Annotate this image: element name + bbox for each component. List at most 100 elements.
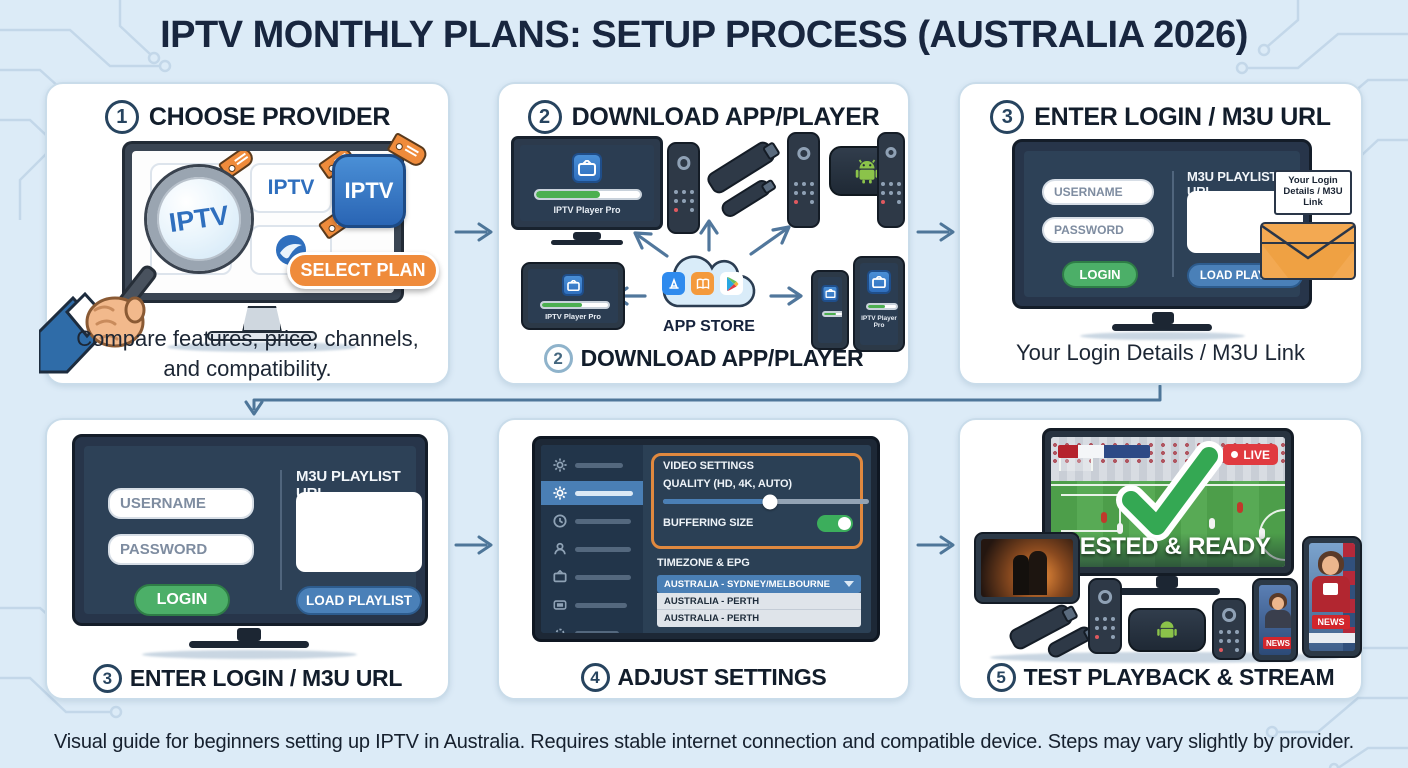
devices-shadow — [990, 652, 1340, 663]
android-robot-icon — [855, 159, 879, 184]
sidebar-item[interactable] — [541, 621, 643, 633]
step5-caption: 5 TEST PLAYBACK & STREAM — [960, 663, 1361, 692]
panel-enter-login-large: LOGIN M3U PLAYLIST URL LOAD PLAYLIST 3 E… — [45, 418, 450, 700]
news-chip: NEWS — [1263, 637, 1291, 649]
smartphone-device — [811, 270, 849, 350]
tv-shadow — [142, 650, 357, 659]
sidebar-item[interactable] — [541, 453, 643, 477]
remote-control — [787, 132, 820, 228]
anchor-blouse — [1323, 583, 1338, 595]
envelope-icon — [1260, 222, 1356, 280]
step2-header: 2 DOWNLOAD APP/PLAYER — [499, 100, 908, 134]
tv-stand — [1152, 312, 1174, 324]
iptv-player-app-icon — [562, 274, 584, 296]
step2-caption-number: 2 — [543, 344, 573, 373]
app-name-label: IPTV Player Pro — [545, 312, 601, 321]
remote-control — [1212, 598, 1246, 660]
step1-header: 1 CHOOSE PROVIDER — [47, 100, 448, 134]
smart-tv: IPTV Player Pro — [511, 136, 663, 230]
download-progress-bar — [822, 311, 842, 317]
app-store-label: APP STORE — [663, 318, 755, 335]
buffering-toggle[interactable] — [817, 515, 853, 532]
news-banner: NEWS — [1312, 615, 1350, 629]
tablet-movie — [974, 532, 1080, 604]
apple-app-store-icon[interactable] — [662, 272, 685, 295]
books-store-icon[interactable] — [691, 272, 714, 295]
settings-main-area: VIDEO SETTINGS QUALITY (HD, 4K, AUTO) BU… — [643, 445, 871, 633]
settings-tv: VIDEO SETTINGS QUALITY (HD, 4K, AUTO) BU… — [532, 436, 880, 642]
clock-icon — [553, 514, 567, 528]
anchor-face — [1272, 597, 1284, 610]
smartphone-news: NEWS — [1252, 578, 1298, 662]
timezone-option[interactable]: AUSTRALIA - PERTH — [664, 613, 760, 624]
timezone-dropdown-selected[interactable]: AUSTRALIA - SYDNEY/MELBOURNE — [657, 575, 861, 593]
tv-stand-base — [1116, 588, 1220, 595]
step3-title: ENTER LOGIN / M3U URL — [1034, 102, 1331, 131]
timezone-option[interactable]: AUSTRALIA - PERTH — [657, 593, 861, 610]
tv-icon — [553, 570, 567, 583]
login-button[interactable]: LOGIN — [1062, 261, 1138, 288]
screen-divider — [280, 469, 282, 591]
m3u-url-box[interactable] — [296, 492, 422, 572]
monitor-shadow — [167, 342, 357, 352]
panel-choose-provider: 1 CHOOSE PROVIDER IPTV TV IPTV — [39, 82, 450, 385]
sidebar-item[interactable] — [541, 509, 643, 533]
password-field[interactable] — [108, 534, 254, 565]
download-progress-bar — [534, 189, 642, 200]
remote-control — [667, 142, 700, 234]
step3-caption: Your Login Details / M3U Link — [1015, 340, 1305, 365]
android-robot-icon — [1157, 621, 1177, 638]
quality-slider[interactable] — [663, 494, 869, 509]
video-settings-title: VIDEO SETTINGS — [663, 460, 754, 472]
green-checkmark-icon — [1116, 440, 1224, 541]
playback-tv: LIVE TESTED & READY — [1042, 428, 1294, 576]
settings-screen: VIDEO SETTINGS QUALITY (HD, 4K, AUTO) BU… — [541, 445, 871, 633]
username-field[interactable] — [1042, 179, 1154, 205]
page-title: IPTV MONTHLY PLANS: SETUP PROCESS (AUSTR… — [160, 14, 1248, 56]
step2-title: DOWNLOAD APP/PLAYER — [571, 102, 880, 131]
username-field[interactable] — [108, 488, 254, 519]
slider-knob[interactable] — [762, 494, 778, 509]
playback-screen: LIVE TESTED & READY — [1051, 437, 1285, 567]
chevron-down-icon — [844, 581, 854, 587]
anchor-face — [1322, 556, 1339, 575]
user-icon — [554, 542, 566, 555]
login-button[interactable]: LOGIN — [134, 584, 230, 616]
step1-number-badge: 1 — [104, 100, 139, 134]
anchor-suit — [1265, 610, 1291, 628]
news-ticker — [1309, 633, 1355, 643]
quality-label: QUALITY (HD, 4K, AUTO) — [663, 478, 792, 490]
step4-caption: 4 ADJUST SETTINGS — [499, 663, 908, 692]
tv-stand-base — [189, 641, 309, 648]
sidebar-item-selected[interactable] — [541, 481, 643, 505]
remote-control — [877, 132, 905, 228]
player-red — [1101, 512, 1107, 524]
panel-test-playback: LIVE TESTED & READY — [958, 418, 1363, 700]
tv-shadow — [1080, 332, 1245, 340]
sidebar-item[interactable] — [541, 565, 643, 589]
step4-caption-number: 4 — [580, 663, 610, 692]
gear-icon — [553, 486, 567, 500]
tv-stand-base — [1112, 324, 1212, 331]
hand-holding-magnifier — [39, 291, 146, 374]
gear-icon — [553, 458, 567, 472]
magnifier-text: IPTV — [167, 199, 231, 238]
timezone-dropdown-list: AUSTRALIA - PERTH AUSTRALIA - PERTH — [657, 593, 861, 627]
provider-tile-2[interactable]: IPTV — [250, 163, 332, 213]
panel-adjust-settings: VIDEO SETTINGS QUALITY (HD, 4K, AUTO) BU… — [497, 418, 910, 700]
sidebar-item[interactable] — [541, 537, 643, 561]
login-tv: LOGIN M3U PLAYLIST URL LOAD PLAYLIST — [1012, 139, 1312, 309]
iptv-app-icon[interactable]: IPTV — [332, 154, 406, 228]
sidebar-item[interactable] — [541, 593, 643, 617]
select-plan-button[interactable]: SELECT PLAN — [287, 252, 439, 289]
password-field[interactable] — [1042, 217, 1154, 243]
scoreboard — [1058, 445, 1150, 458]
screen-divider — [1172, 171, 1174, 277]
step3-repeat-caption: 3 ENTER LOGIN / M3U URL — [47, 664, 448, 693]
timezone-title: TIMEZONE & EPG — [657, 557, 750, 569]
google-play-icon[interactable] — [720, 272, 743, 295]
tv-stand-base — [551, 240, 623, 245]
step5-caption-number: 5 — [986, 663, 1016, 692]
step3-number-badge: 3 — [990, 100, 1025, 134]
load-playlist-button[interactable]: LOAD PLAYLIST — [296, 586, 422, 615]
